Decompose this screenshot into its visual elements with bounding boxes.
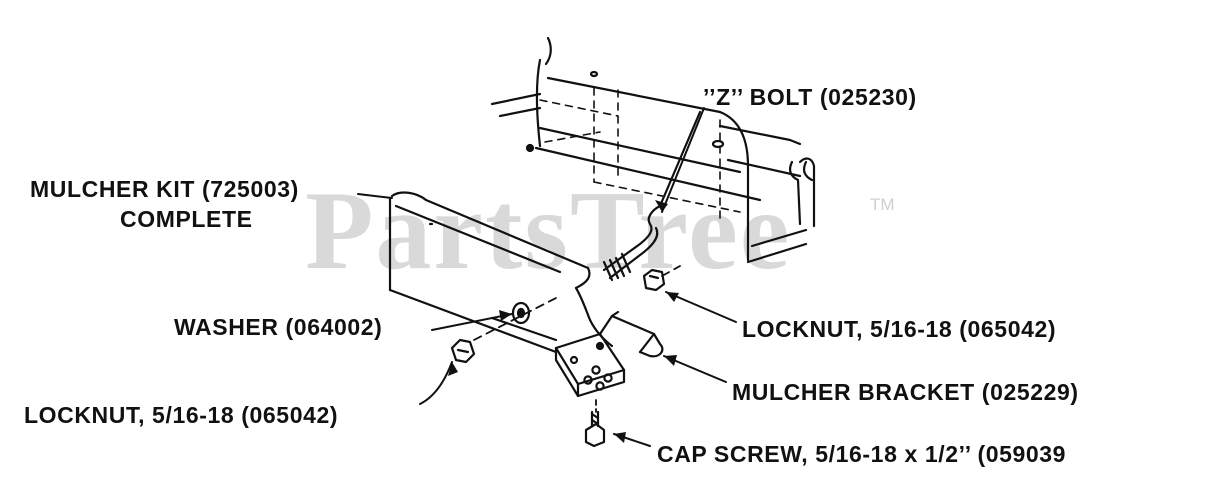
mulcher-kit-label: MULCHER KIT (725003) [30,176,299,202]
hidden-lines [539,87,741,219]
arrow-heads [448,200,679,443]
z-bolt-label: ’’Z’’ BOLT (025230) [703,84,917,110]
washer-label: WASHER (064002) [174,314,383,340]
mulcher-bracket-label: MULCHER BRACKET (025229) [732,379,1079,405]
mulcher-kit-complete-label: COMPLETE [120,206,253,232]
mulcher-plate [388,191,614,354]
locknut-right-label: LOCKNUT, 5/16-18 (065042) [742,316,1057,342]
z-bolt [602,110,702,282]
mulcher-bracket [554,310,664,398]
assembly-line [473,297,557,341]
locknut-left-label: LOCKNUT, 5/16-18 (065042) [24,402,339,428]
assembly-line-bolt [661,265,681,277]
partstree-watermark: PartsTree [305,169,792,293]
cap-screw-part [584,410,606,448]
mower-deck-housing [490,36,816,264]
washer-part [511,301,531,325]
trademark-mark: TM [870,195,895,214]
cap-screw-label: CAP SCREW, 5/16-18 x 1/2’’ (059039 [657,441,1067,467]
locknut-right-part [642,268,666,292]
locknut-left-part [450,338,476,364]
